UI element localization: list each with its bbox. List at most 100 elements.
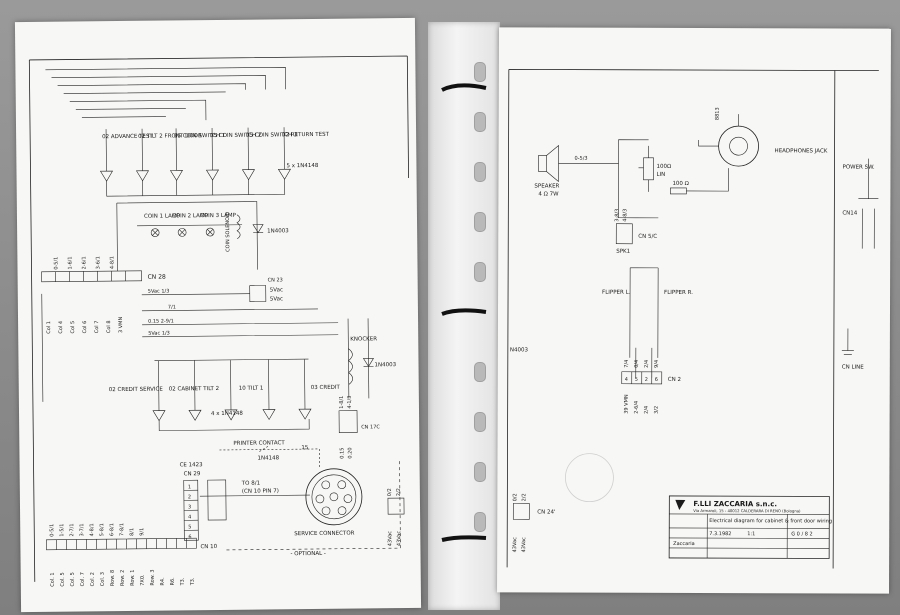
- power-switch-wires: [858, 158, 879, 249]
- cn2-top-4: 9/4: [654, 360, 660, 368]
- title-number: G 0 / 8 2: [791, 531, 812, 537]
- top-label-9: 8/1: [129, 528, 135, 536]
- mid-label-3: Col 5: [70, 321, 76, 334]
- solenoid-diode-label: 1N4003: [267, 228, 289, 234]
- top-label-4: 3-7/1: [79, 523, 85, 536]
- right-schematic: SPEAKER 4 Ω 7W 0-5/3 100Ω LIN 100 Ω HEAD…: [506, 68, 879, 569]
- potentiometer: [638, 145, 729, 195]
- speaker-symbol: [538, 139, 659, 219]
- bottom-label-15: T3.: [190, 577, 196, 586]
- n4003-label: N4003: [510, 347, 529, 353]
- cn2-bottom-3: 2/4: [644, 406, 650, 414]
- cn2-top-2: 0/4: [634, 360, 640, 368]
- top-label-7: 6-8/1: [109, 523, 115, 536]
- switch-row: [99, 127, 292, 197]
- punch-hole: [474, 62, 486, 82]
- to-label: TO 8/1: [241, 481, 260, 487]
- bottom-label-2: Col. 5: [60, 572, 66, 586]
- mid-label-1: Col 1: [46, 321, 52, 334]
- flipper-left: FLIPPER L.: [602, 290, 631, 296]
- top-label-2: 1-5/1: [59, 524, 65, 537]
- credit-switch-1: 02 CREDIT SERVICE: [109, 387, 164, 394]
- small-conn-label-4: 43Vac: [396, 531, 402, 547]
- mid-label-5: Col 7: [94, 321, 100, 334]
- bottom-label-14: T3.: [180, 577, 186, 586]
- cn2-bottom-4: 3/2: [654, 406, 660, 414]
- mid-label-6: Col 8: [106, 320, 112, 333]
- switch-label-1: 02 ADVANCE TEST: [102, 134, 153, 141]
- cn24-connector: [512, 503, 530, 520]
- printer-contact-label: PRINTER CONTACT: [233, 440, 285, 447]
- binder-sleeve: [428, 22, 500, 610]
- right-schematic-page: SPEAKER 4 Ω 7W 0-5/3 100Ω LIN 100 Ω HEAD…: [497, 27, 891, 594]
- cn2-pin-1: 4: [625, 377, 628, 383]
- cn10-bottom-labels: Col. 1 Col. 5 Col. 5 Col. 7 Col. 2 Col. …: [50, 569, 196, 586]
- small-conn-label-2: 2/2: [396, 488, 402, 496]
- bottom-label-11: Row. 3: [150, 569, 156, 585]
- cn5c-connector: [615, 223, 633, 245]
- cn2-top-1: 7/4: [624, 360, 630, 368]
- punch-hole: [474, 512, 486, 532]
- top-label-8: 7-8/1: [119, 523, 125, 536]
- cn28-label: CN 28: [148, 274, 166, 281]
- cn2-pin-2: 5: [635, 377, 638, 383]
- jack-number: 8813: [715, 107, 721, 120]
- bottom-label-9: Row. 1: [130, 570, 136, 586]
- to-label-2: (CN 10 PIN 7): [242, 488, 279, 494]
- punch-hole: [474, 112, 486, 132]
- ce1423-label: CE 1423: [180, 462, 204, 468]
- cn29-label: CN 29: [184, 471, 201, 477]
- left-schematic-page: 02 ADVANCE TEST 02 TILT 2 FRONT DOOR 05 …: [14, 17, 422, 613]
- top-label-3: 2-7/1: [69, 523, 75, 536]
- cn17c-wire-3: 0.15: [339, 448, 345, 459]
- cn24-label: CN 24': [537, 509, 555, 515]
- vac-label-2: 5Vac: [270, 296, 283, 302]
- coin-lamps: [116, 201, 264, 272]
- punch-hole: [474, 462, 486, 482]
- service-connector-label: SERVICE CONNECTOR: [294, 531, 354, 538]
- cn2-bottom-2: 2-6/4: [634, 401, 640, 414]
- title-name: Zaccaria: [673, 541, 695, 547]
- coin-lamp-1: COIN 1 LAMP: [144, 213, 181, 219]
- headphones-label: HEADPHONES JACK: [775, 148, 828, 154]
- flipper-right: FLIPPER R.: [664, 290, 693, 296]
- switch-label-2: 02 TILT 2 FRONT DOOR: [138, 133, 202, 140]
- spk1-label: SPK1: [616, 249, 630, 255]
- punch-hole: [474, 162, 486, 182]
- optional-label: - OPTIONAL -: [290, 551, 325, 557]
- title-scale: 1:1: [747, 531, 755, 537]
- cn24-wire-2: 2/2: [521, 493, 527, 501]
- speaker-wire: 0-5/3: [575, 156, 588, 162]
- bottom-label-5: Col. 2: [90, 572, 96, 586]
- mid-label-7: 3 VMN: [118, 316, 124, 333]
- wire-label-1: 5Vac 1/3: [148, 289, 170, 295]
- bottom-label-3: Col. 5: [70, 572, 76, 586]
- bottom-label-7: Row. 8: [110, 570, 116, 586]
- wire-label-3: 0.15 2-9/1: [148, 318, 174, 324]
- bottom-label-1: Col. 1: [50, 572, 56, 586]
- wire-label-2: 7/1: [168, 304, 176, 310]
- service-connector: [305, 468, 363, 526]
- binder-rings: [441, 83, 487, 542]
- cn23-connector: [249, 285, 267, 302]
- diode-note: 5 x 1N4148: [286, 163, 318, 169]
- switch-label-5: 05 COIN SWITCH 3: [246, 132, 298, 139]
- ghost-connector: [565, 453, 614, 503]
- power-switch-label: POWER SW.: [842, 165, 874, 171]
- switch-label-4: 05 COIN SWITCH 2: [210, 133, 261, 140]
- knocker-circuit: [347, 318, 375, 399]
- cn10-connector: [46, 537, 197, 551]
- top-label-6: 5-8/1: [99, 523, 105, 536]
- cn2-connector: [621, 371, 663, 385]
- cn28-wire-3: 2-6/1: [81, 256, 87, 269]
- cn2-bottom-1: 39 VMN: [624, 394, 630, 414]
- mid-column-labels: Col 1 Col 4 Col 5 Col 6 Col 7 Col 8 3 VM…: [46, 316, 124, 333]
- switch-label-3: 05 COIN SWITCH 1: [174, 133, 225, 140]
- mid-label-2: Col 4: [58, 321, 64, 334]
- cn24-wire-3: 43Vac: [512, 537, 518, 552]
- title-company: F.LLI ZACCARIA s.n.c.: [693, 500, 777, 508]
- spk-wire-1: 3-8/3: [614, 209, 620, 222]
- bottom-label-12: R4.: [160, 577, 166, 586]
- bottom-label-4: Col. 7: [80, 572, 86, 586]
